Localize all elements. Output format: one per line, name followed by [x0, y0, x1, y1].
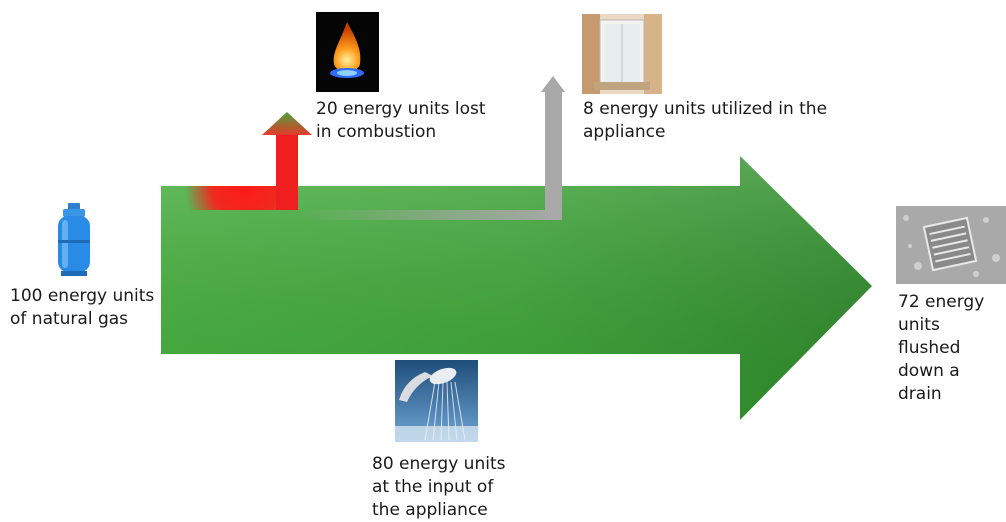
utilized-arrowhead [541, 76, 565, 92]
source-label: 100 energy units of natural gas [10, 286, 155, 329]
combustion-loss-arrowhead [262, 112, 312, 135]
combustion-loss-riser [276, 134, 298, 210]
combustion-loss-label: 20 energy units lost in combustion [316, 99, 486, 142]
shower-cabin-icon [582, 14, 662, 94]
gas-flame-icon [316, 12, 379, 92]
utilized-band [298, 210, 562, 220]
appliance-input-label: 80 energy units at the input of the appl… [372, 454, 506, 520]
shower-head-icon [395, 360, 478, 442]
combustion-loss-band [161, 186, 298, 210]
drain-icon [896, 206, 1006, 284]
gas-cylinder-icon [37, 200, 116, 278]
utilized-label: 8 energy units utilized in the appliance [583, 99, 828, 142]
main-flow-shading [161, 156, 872, 420]
drain-label: 72 energy units flushed down a drain [898, 292, 985, 404]
utilized-riser [545, 90, 562, 220]
